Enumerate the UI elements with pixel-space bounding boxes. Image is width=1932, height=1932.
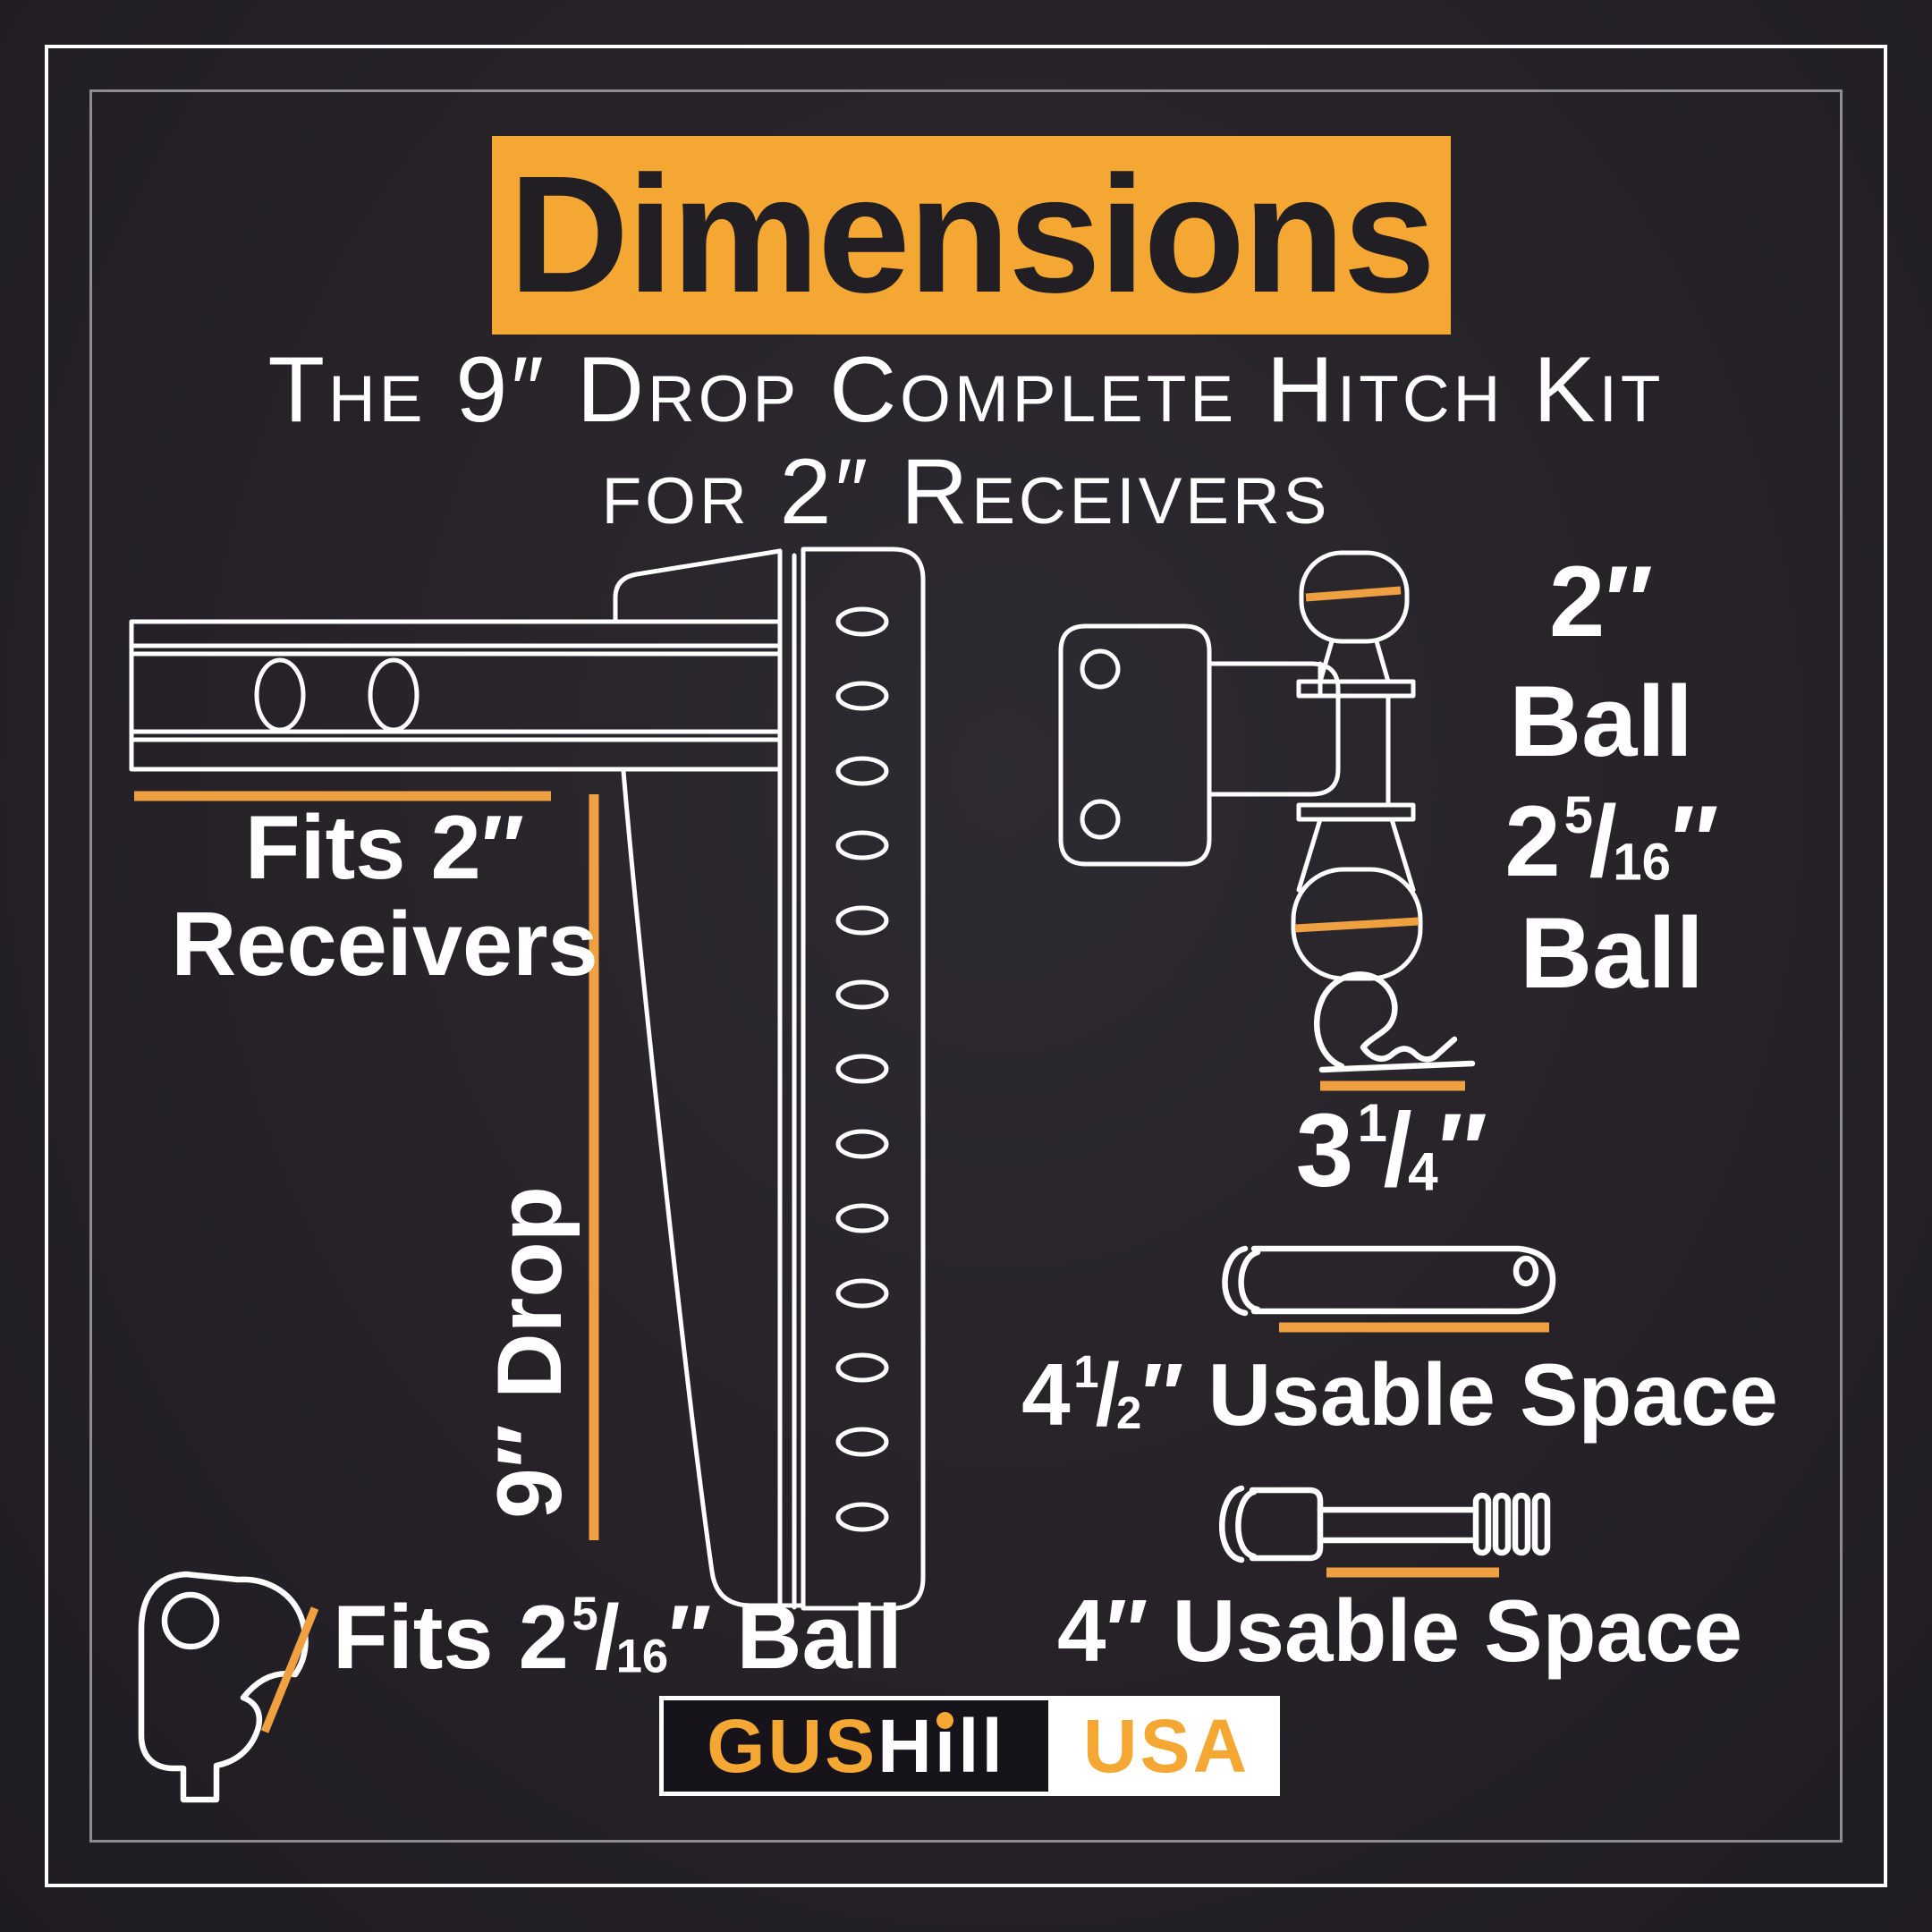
ball-2-5-16-whole: 2 <box>1504 785 1561 897</box>
clevis-whole: 4 <box>1021 1345 1071 1444</box>
clip-length-numerator: 1 <box>1357 1092 1388 1153</box>
clip-length-whole: 3 <box>1295 1091 1354 1208</box>
clevis-usable-text: Usable Space <box>1183 1345 1778 1444</box>
brand-hill: Hill <box>877 1708 1005 1784</box>
mount-plate-hole <box>1080 799 1121 840</box>
ball-2-5-16-word: Ball <box>1520 897 1704 1010</box>
ball-2-5-16-numerator: 5 <box>1563 786 1594 845</box>
ball-2-5-16-label: 25/16″ Ball <box>1424 785 1800 1010</box>
brand-gus-text: GUS <box>707 1704 878 1788</box>
coupler-latch-hole <box>161 1591 220 1650</box>
mount-plate-hole <box>1080 648 1121 690</box>
ball-2in-stripe <box>1305 586 1402 602</box>
receiver-size-line2: Receivers <box>171 894 598 996</box>
page-title: Dimensions <box>508 142 1436 327</box>
drop-channel-bar <box>621 547 926 1611</box>
clip-length-unit: ″ <box>1437 1091 1488 1208</box>
channel-adjustment-holes <box>835 606 889 1532</box>
clevis-denominator: 2 <box>1115 1387 1142 1439</box>
drop-size-text: 9″ Drop <box>478 1186 580 1519</box>
r-clip-icon <box>1313 971 1476 1091</box>
ball-2in-label: 2″ Ball <box>1458 542 1744 783</box>
ball-2in-size: 2″ <box>1549 546 1653 657</box>
brand-region: USA <box>1053 1696 1280 1796</box>
pin-usable-text: 4″ Usable Space <box>1056 1581 1743 1680</box>
ball-2-5-16-stripe <box>1294 917 1419 933</box>
dual-ball-mount-icon <box>1058 550 1423 981</box>
coupler-slash <box>260 1606 319 1733</box>
clevis-pin-hole <box>1513 1255 1539 1287</box>
inner-frame <box>89 89 1843 1843</box>
ball-2-5-16-outline <box>1291 867 1423 981</box>
subtitle-line-1: The 9″ Drop Complete Hitch Kit <box>267 338 1665 442</box>
receiver-size-line1: Fits 2″ <box>244 798 525 898</box>
subtitle-line-2: for 2″ Receivers <box>601 440 1331 544</box>
trailer-coupler-icon <box>138 1571 319 1803</box>
clevis-numerator: 1 <box>1073 1346 1099 1398</box>
pin-usable-space-label: 4″ Usable Space <box>1056 1581 1743 1680</box>
brand-usa-text: USA <box>1082 1703 1250 1788</box>
fits-ball-prefix: Fits 2 <box>333 1588 569 1689</box>
title-banner: Dimensions <box>492 136 1451 335</box>
clevis-unit: ″ <box>1141 1345 1184 1444</box>
clip-length-label: 31/4″ <box>1213 1093 1571 1208</box>
shank-pin-hole <box>254 657 306 733</box>
outer-frame <box>45 45 1887 1887</box>
fits-ball-numerator: 5 <box>572 1588 598 1640</box>
shank-head-edge <box>613 548 783 624</box>
fits-ball-denominator: 16 <box>615 1630 669 1683</box>
clevis-pin-icon <box>1222 1245 1556 1333</box>
logo-i-dot <box>936 1712 954 1729</box>
fits-ball-slash: / <box>594 1588 620 1689</box>
ball-2-5-16-denominator: 16 <box>1613 833 1672 892</box>
ball-2in-outline <box>1299 550 1410 644</box>
clip-length-slash: / <box>1383 1091 1412 1208</box>
hitch-side-view-icon <box>129 547 926 1611</box>
clevis-usable-space-label: 41/2″ Usable Space <box>1021 1345 1778 1444</box>
fits-ball-label: Fits 25/16″ Ball <box>333 1589 902 1688</box>
ball-2in-word: Ball <box>1509 665 1693 778</box>
ball-2-5-16-slash: / <box>1589 785 1617 897</box>
fits-ball-suffix: ″ Ball <box>668 1588 902 1689</box>
ball-2-5-16-unit: ″ <box>1671 785 1719 897</box>
clevis-slash: / <box>1095 1345 1120 1444</box>
drop-strut-edge <box>621 768 806 1608</box>
receiver-size-label: Fits 2″ Receivers <box>132 800 637 993</box>
locking-hitch-pin-icon <box>1219 1485 1551 1578</box>
shank-pin-hole <box>368 657 419 733</box>
clip-length-denominator: 4 <box>1408 1140 1438 1202</box>
receiver-shank-tube <box>129 548 783 772</box>
mount-plate <box>1058 623 1212 867</box>
